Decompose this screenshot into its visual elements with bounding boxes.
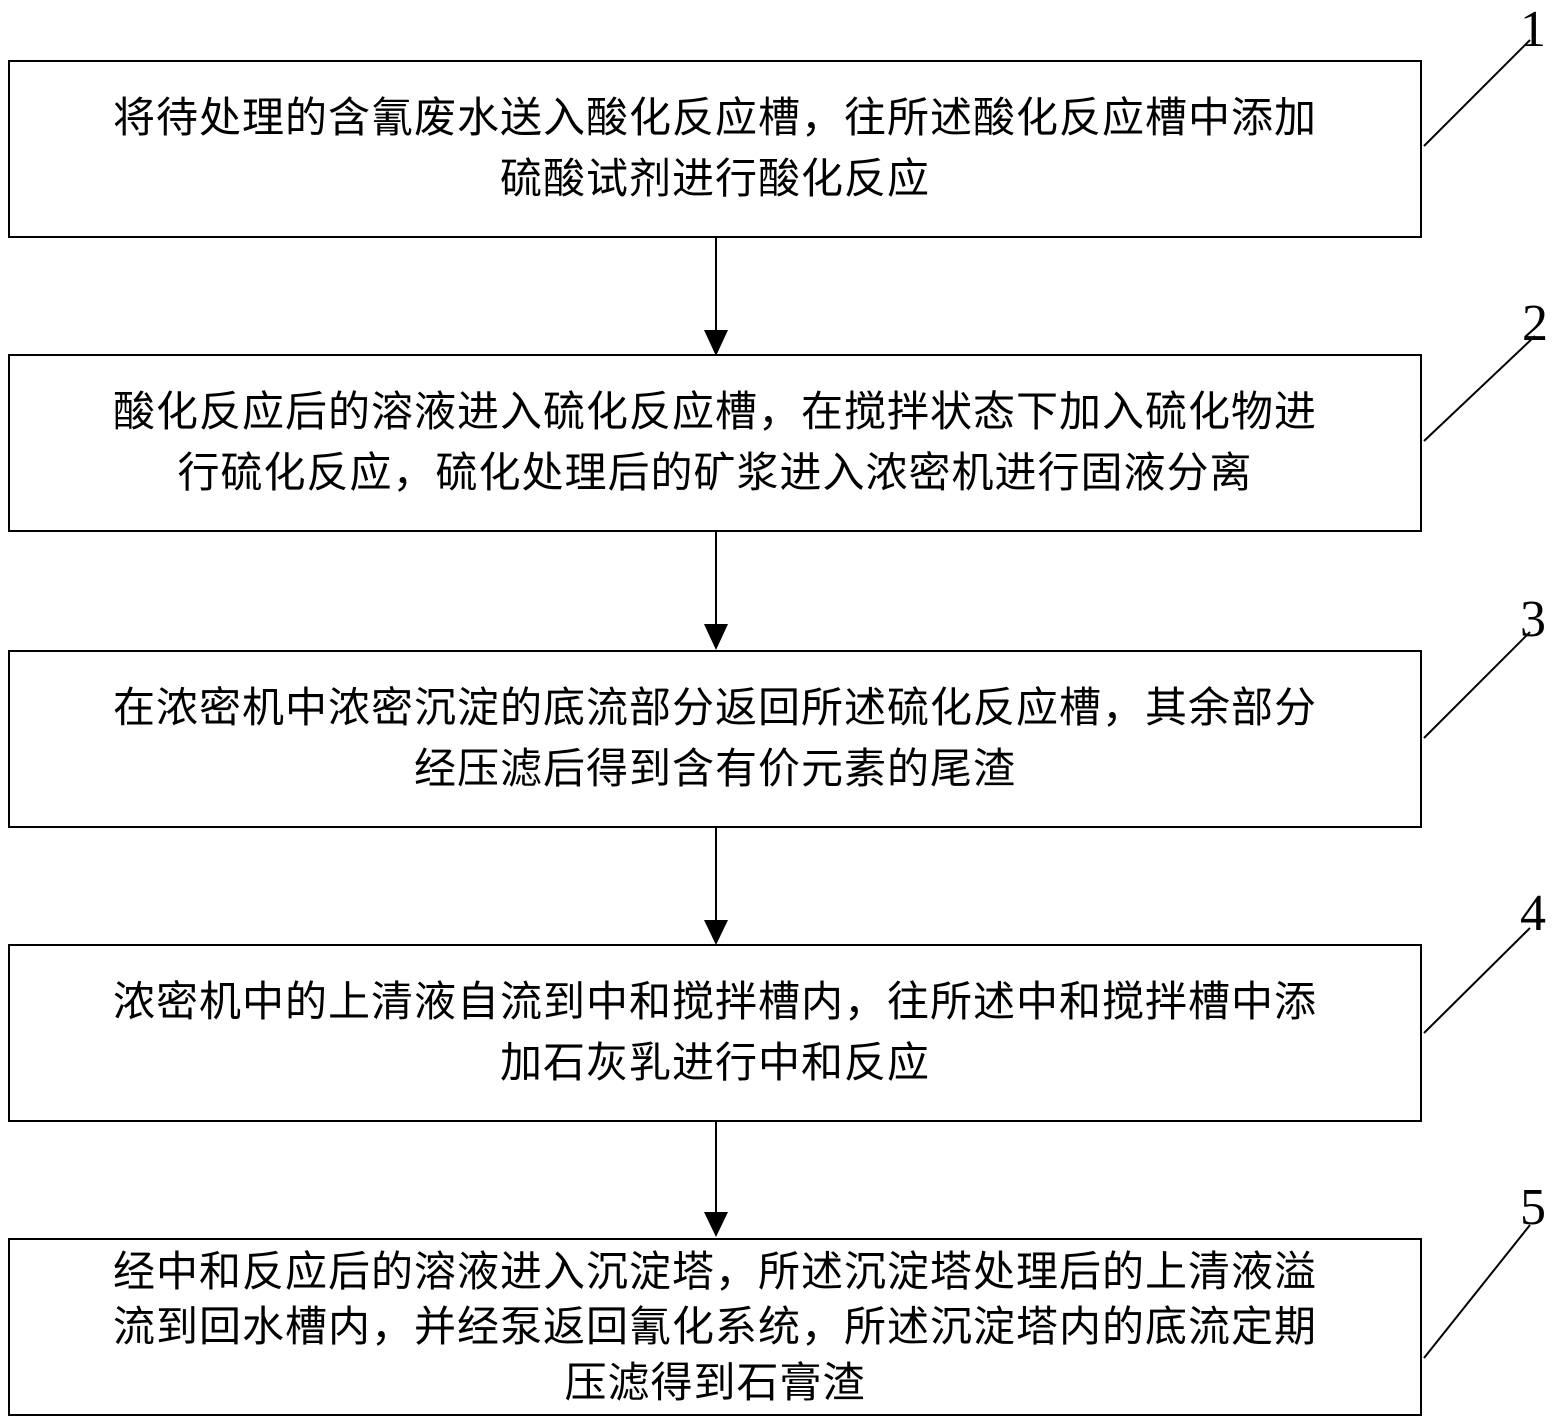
step-text-1: 将待处理的含氰废水送入酸化反应槽，往所述酸化反应槽中添加 硫酸试剂进行酸化反应 bbox=[103, 88, 1327, 210]
arrow-3-to-4 bbox=[704, 828, 728, 945]
step-box-4: 浓密机中的上清液自流到中和搅拌槽内，往所述中和搅拌槽中添 加石灰乳进行中和反应 bbox=[8, 944, 1422, 1122]
arrow-4-to-5 bbox=[704, 1122, 728, 1237]
leader-line-2 bbox=[1423, 335, 1536, 442]
step-box-2: 酸化反应后的溶液进入硫化反应槽，在搅拌状态下加入硫化物进 行硫化反应，硫化处理后… bbox=[8, 354, 1422, 532]
step-text-2: 酸化反应后的溶液进入硫化反应槽，在搅拌状态下加入硫化物进 行硫化反应，硫化处理后… bbox=[103, 382, 1327, 504]
step-number-5: 5 bbox=[1520, 1179, 1546, 1236]
step-number-1: 1 bbox=[1520, 1, 1546, 58]
step-text-4: 浓密机中的上清液自流到中和搅拌槽内，往所述中和搅拌槽中添 加石灰乳进行中和反应 bbox=[103, 972, 1327, 1094]
step-text-3: 在浓密机中浓密沉淀的底流部分返回所述硫化反应槽，其余部分 经压滤后得到含有价元素… bbox=[103, 678, 1327, 800]
step-number-4: 4 bbox=[1520, 885, 1546, 942]
step-3-line-2: 经压滤后得到含有价元素的尾渣 bbox=[413, 744, 1016, 793]
step-2-line-2: 行硫化反应，硫化处理后的矿浆进入浓密机进行固液分离 bbox=[177, 448, 1253, 497]
leader-line-5 bbox=[1423, 1224, 1531, 1359]
arrow-2-to-3 bbox=[704, 532, 728, 650]
step-4-line-2: 加石灰乳进行中和反应 bbox=[499, 1038, 930, 1087]
step-box-3: 在浓密机中浓密沉淀的底流部分返回所述硫化反应槽，其余部分 经压滤后得到含有价元素… bbox=[8, 650, 1422, 828]
step-1-line-1: 将待处理的含氰废水送入酸化反应槽，往所述酸化反应槽中添加 bbox=[112, 93, 1317, 143]
leader-line-4 bbox=[1423, 927, 1531, 1034]
leader-line-3 bbox=[1423, 631, 1531, 739]
step-5-line-1: 经中和反应后的溶液进入沉淀塔，所述沉淀塔处理后的上清液溢 bbox=[112, 1246, 1317, 1296]
step-number-2: 2 bbox=[1522, 295, 1548, 352]
arrow-1-to-2 bbox=[704, 238, 728, 356]
step-3-line-1: 在浓密机中浓密沉淀的底流部分返回所述硫化反应槽，其余部分 bbox=[112, 683, 1317, 733]
step-1-line-2: 硫酸试剂进行酸化反应 bbox=[499, 154, 930, 203]
leader-line-1 bbox=[1423, 39, 1531, 147]
step-2-line-1: 酸化反应后的溶液进入硫化反应槽，在搅拌状态下加入硫化物进 bbox=[112, 387, 1317, 437]
step-number-3: 3 bbox=[1520, 591, 1546, 648]
step-4-line-1: 浓密机中的上清液自流到中和搅拌槽内，往所述中和搅拌槽中添 bbox=[112, 977, 1317, 1027]
step-box-5: 经中和反应后的溶液进入沉淀塔，所述沉淀塔处理后的上清液溢 流到回水槽内，并经泵返… bbox=[8, 1238, 1422, 1416]
step-5-line-2: 流到回水槽内，并经泵返回氰化系统，所述沉淀塔内的底流定期 bbox=[112, 1302, 1317, 1352]
step-5-line-3: 压滤得到石膏渣 bbox=[564, 1357, 866, 1407]
step-box-1: 将待处理的含氰废水送入酸化反应槽，往所述酸化反应槽中添加 硫酸试剂进行酸化反应 bbox=[8, 60, 1422, 238]
step-text-5: 经中和反应后的溶液进入沉淀塔，所述沉淀塔处理后的上清液溢 流到回水槽内，并经泵返… bbox=[103, 1244, 1327, 1410]
